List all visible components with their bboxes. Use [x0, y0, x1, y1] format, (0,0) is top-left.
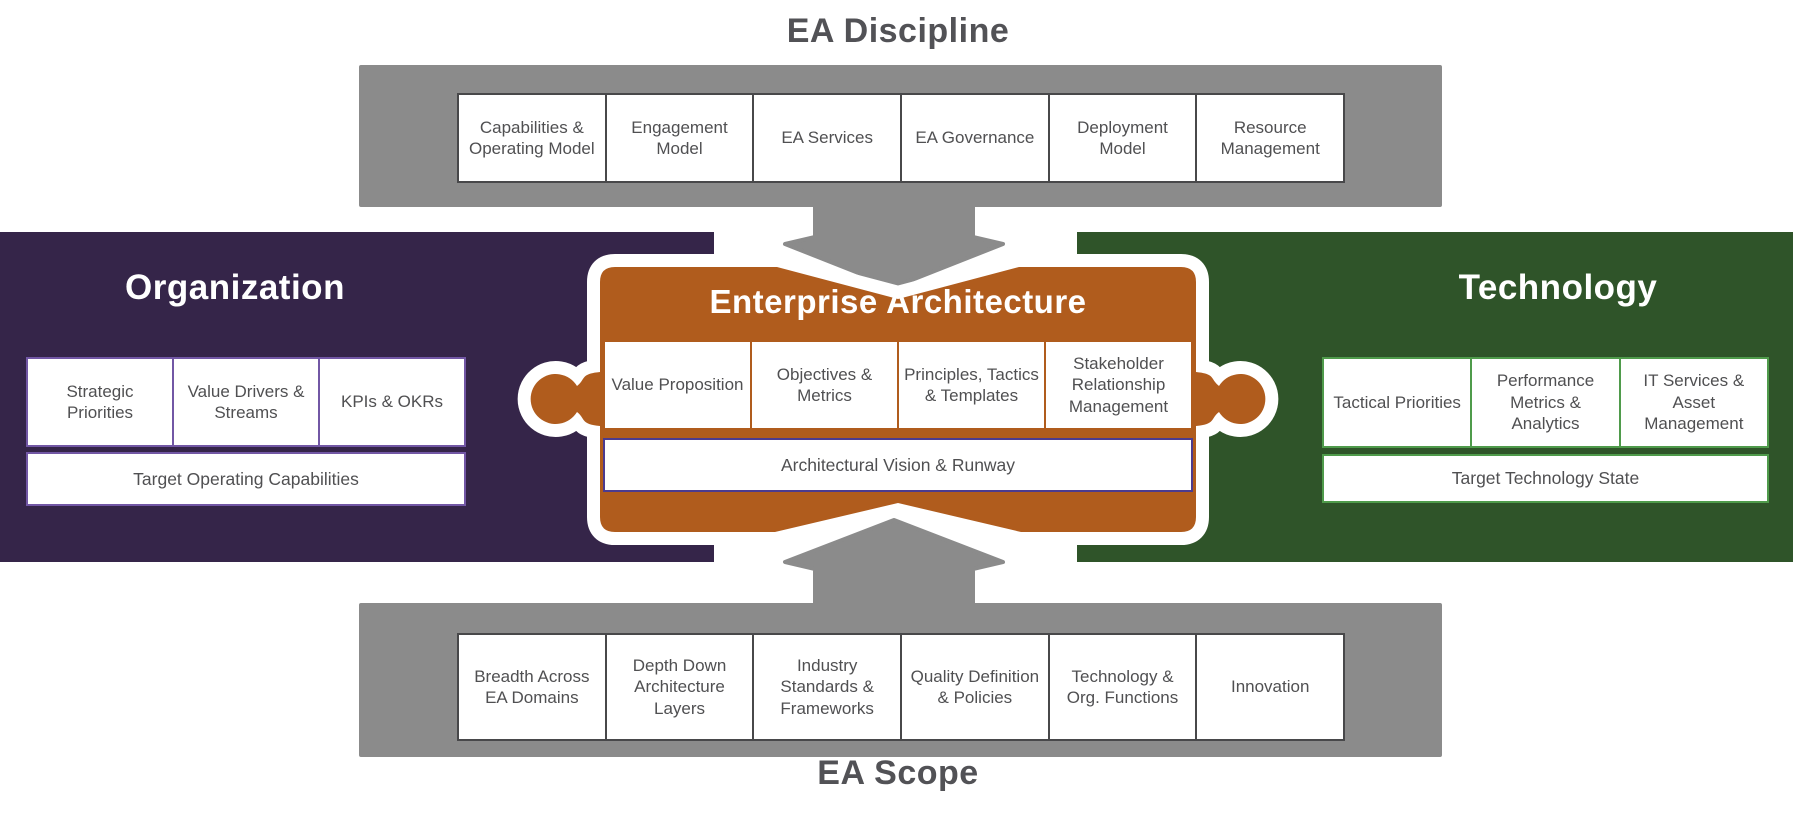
- organization-box: Strategic Priorities: [26, 357, 174, 447]
- enterprise-architecture-box: Objectives & Metrics: [750, 340, 899, 430]
- ea-discipline-box: Resource Management: [1195, 93, 1346, 183]
- organization-box-row: Strategic Priorities Value Drivers & Str…: [26, 357, 466, 447]
- ea-scope-box: Industry Standards & Frameworks: [752, 633, 903, 741]
- arrow-down-icon: [783, 198, 1005, 289]
- ea-scope-box-row: Breadth Across EA Domains Depth Down Arc…: [457, 633, 1346, 741]
- ea-scope-box: Technology & Org. Functions: [1047, 633, 1198, 741]
- ea-discipline-box: Capabilities & Operating Model: [457, 93, 607, 183]
- ea-discipline-box: EA Governance: [900, 93, 1050, 183]
- technology-box: Performance Metrics & Analytics: [1470, 357, 1621, 448]
- organization-target-box: Target Operating Capabilities: [26, 452, 466, 506]
- technology-box-row: Tactical Priorities Performance Metrics …: [1322, 357, 1769, 448]
- ea-discipline-box: Deployment Model: [1047, 93, 1198, 183]
- technology-title: Technology: [1458, 268, 1658, 307]
- ea-scope-title: EA Scope: [817, 754, 979, 792]
- technology-box: Tactical Priorities: [1322, 357, 1473, 448]
- ea-scope-box: Depth Down Architecture Layers: [604, 633, 755, 741]
- ea-discipline-box: EA Services: [752, 93, 903, 183]
- organization-box: KPIs & OKRs: [318, 357, 466, 447]
- organization-box: Value Drivers & Streams: [172, 357, 320, 447]
- enterprise-architecture-box: Principles, Tactics & Templates: [897, 340, 1046, 430]
- enterprise-architecture-title: Enterprise Architecture: [709, 283, 1087, 320]
- architectural-vision-box: Architectural Vision & Runway: [603, 438, 1193, 492]
- enterprise-architecture-box-row: Value Proposition Objectives & Metrics P…: [603, 340, 1193, 430]
- enterprise-architecture-box: Stakeholder Relationship Management: [1044, 340, 1193, 430]
- ea-scope-box: Innovation: [1195, 633, 1346, 741]
- enterprise-architecture-box: Value Proposition: [603, 340, 752, 430]
- organization-title: Organization: [125, 268, 345, 307]
- ea-discipline-title: EA Discipline: [786, 12, 1010, 50]
- technology-target-box: Target Technology State: [1322, 454, 1769, 503]
- ea-scope-box: Quality Definition & Policies: [900, 633, 1050, 741]
- ea-discipline-box-row: Capabilities & Operating Model Engagemen…: [457, 93, 1346, 183]
- ea-discipline-box: Engagement Model: [604, 93, 755, 183]
- technology-box: IT Services & Asset Management: [1618, 357, 1769, 448]
- ea-scope-box: Breadth Across EA Domains: [457, 633, 607, 741]
